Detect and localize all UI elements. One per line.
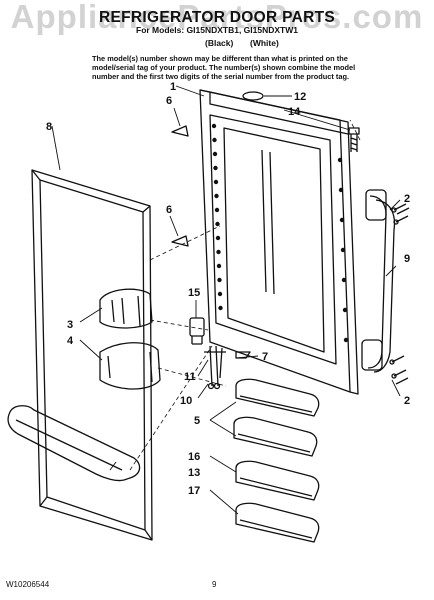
label-4: 4 bbox=[67, 335, 74, 347]
watermark: AppliancePartsPros.com bbox=[10, 0, 424, 35]
label-2a: 2 bbox=[404, 193, 410, 205]
assembly-lines bbox=[129, 119, 361, 471]
label-17: 17 bbox=[188, 485, 200, 497]
leader-lines bbox=[51, 85, 401, 515]
clip-part-lower bbox=[171, 235, 189, 247]
models-line: For Models: GI15NDXTB1, GI15NDXTW1 bbox=[136, 25, 298, 35]
shelf-button-row bbox=[211, 123, 349, 343]
label-16: 16 bbox=[188, 451, 200, 463]
label-7: 7 bbox=[262, 351, 268, 363]
door-bin-17 bbox=[235, 502, 320, 543]
screw-set-upper bbox=[391, 203, 410, 225]
shelf-cover-part bbox=[99, 288, 153, 329]
label-3: 3 bbox=[67, 319, 73, 331]
door-bin-5-upper bbox=[235, 378, 320, 417]
page-number: 9 bbox=[212, 580, 217, 589]
door-gasket-part bbox=[31, 169, 153, 541]
document-id: W10206544 bbox=[6, 580, 50, 589]
door-handle-part bbox=[361, 189, 396, 373]
label-2b: 2 bbox=[404, 395, 410, 407]
label-5: 5 bbox=[194, 415, 200, 427]
bracket-part bbox=[189, 317, 205, 345]
label-13: 13 bbox=[188, 467, 200, 479]
color-white-label: (White) bbox=[250, 38, 279, 48]
part-number-labels: 1 2 2 3 4 5 6 6 7 8 9 10 11 12 13 14 15 … bbox=[46, 81, 410, 497]
door-bin-part bbox=[99, 342, 161, 390]
plug-part bbox=[242, 91, 264, 101]
screw-part-14 bbox=[348, 127, 360, 152]
label-15: 15 bbox=[188, 287, 200, 299]
label-12: 12 bbox=[294, 91, 306, 103]
label-6b: 6 bbox=[166, 204, 172, 216]
color-black-label: (Black) bbox=[205, 38, 234, 48]
clip-part-upper bbox=[171, 125, 189, 137]
label-8: 8 bbox=[46, 121, 52, 133]
label-10: 10 bbox=[180, 395, 192, 407]
pin-parts bbox=[204, 345, 226, 390]
model-note: The model(s) number shown may be differe… bbox=[92, 54, 356, 81]
bottom-rail-part bbox=[7, 405, 141, 482]
label-11: 11 bbox=[184, 371, 196, 383]
label-9: 9 bbox=[404, 253, 410, 265]
door-bin-16 bbox=[235, 460, 320, 501]
stop-part bbox=[235, 351, 251, 359]
label-6a: 6 bbox=[166, 95, 172, 107]
label-14: 14 bbox=[288, 106, 301, 118]
screw-set-lower bbox=[389, 355, 409, 385]
label-1: 1 bbox=[170, 81, 176, 93]
page-title: REFRIGERATOR DOOR PARTS bbox=[99, 9, 335, 26]
door-bin-5-lower bbox=[233, 416, 318, 457]
door-panel-part bbox=[199, 89, 359, 395]
